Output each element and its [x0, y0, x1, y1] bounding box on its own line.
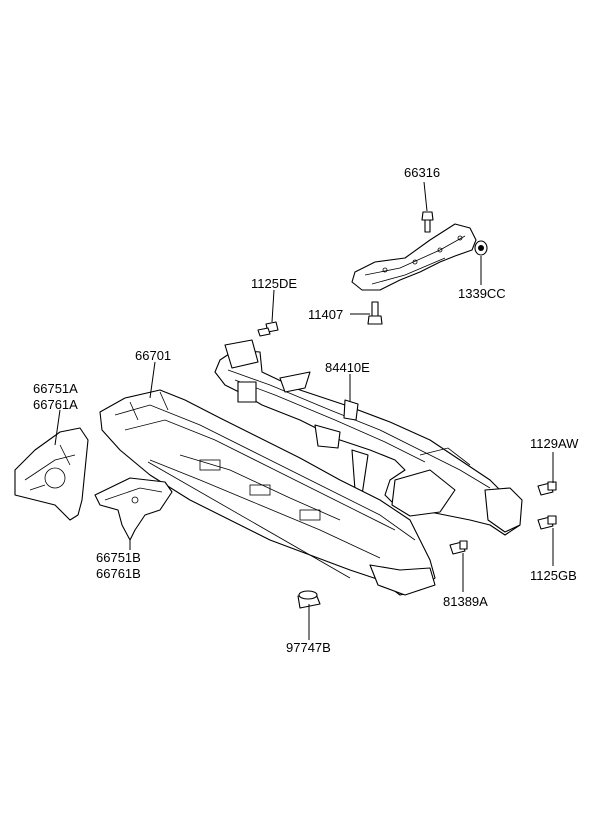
label-66751a: 66751A: [33, 381, 78, 396]
bolt-1125de-icon: [257, 321, 279, 337]
label-66751b: 66751B: [96, 550, 141, 565]
label-97747b: 97747B: [286, 640, 331, 655]
label-11407: 11407: [308, 307, 343, 322]
upper-bracket-part: [351, 223, 477, 291]
label-66316: 66316: [404, 165, 440, 180]
nut-1339cc-icon: [474, 240, 488, 256]
leader-lines: [54, 181, 554, 640]
label-1125gb: 1125GB: [530, 568, 577, 583]
bolt-1129aw-icon: [537, 481, 557, 496]
label-66701: 66701: [135, 348, 171, 363]
bolt-81389a-icon: [449, 540, 468, 555]
plug-97747b-icon: [297, 590, 321, 609]
cross-member-part: [214, 339, 523, 536]
label-81389a: 81389A: [443, 594, 488, 609]
label-1125de: 1125DE: [251, 276, 297, 291]
screw-11407-icon: [367, 301, 383, 325]
label-1129aw: 1129AW: [530, 436, 579, 451]
cowl-panel-part: [99, 389, 436, 596]
bolt-66316-icon: [421, 211, 434, 233]
label-66761b: 66761B: [96, 566, 141, 581]
label-84410e: 84410E: [325, 360, 370, 375]
bolt-1125gb-icon: [537, 515, 557, 530]
label-1339cc: 1339CC: [458, 286, 506, 301]
side-bracket-a-part: [14, 427, 89, 521]
label-66761a: 66761A: [33, 397, 78, 412]
side-bracket-b-part: [94, 477, 173, 541]
